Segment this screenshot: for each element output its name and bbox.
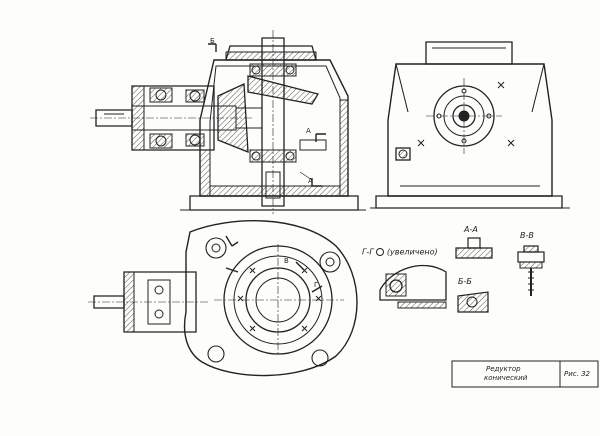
cut-mark-a-lower: А	[308, 177, 313, 185]
figure-label: Рис. 32	[564, 370, 590, 378]
title-block-frame	[451, 360, 599, 388]
section-aa-label: А-А	[464, 225, 478, 234]
section-vv-label: В-В	[520, 231, 534, 240]
section-gg-detail	[379, 264, 447, 309]
section-gg-note: (увеличено)	[386, 247, 438, 257]
section-aa-detail	[455, 237, 493, 259]
drawing-subtitle: конический	[484, 374, 528, 382]
section-bb-label: Б-Б	[458, 277, 472, 286]
front-section-view	[90, 30, 366, 214]
section-vv-detail	[517, 245, 545, 296]
section-gg-title: Г-Г	[362, 247, 374, 257]
circle-icon	[376, 248, 385, 256]
cut-mark-a-upper: А	[306, 127, 311, 135]
section-bb-detail	[457, 291, 489, 313]
drawing-title: Редуктор	[486, 365, 521, 373]
section-gg-label: Г-Г (увеличено)	[362, 248, 438, 257]
cut-mark-b: Б	[210, 37, 215, 45]
plan-view	[88, 220, 358, 377]
cut-mark-v: В	[284, 257, 289, 265]
title-block: Редуктор конический Рис. 32	[452, 361, 598, 387]
cut-mark-g: Г	[314, 281, 319, 289]
side-view	[370, 41, 570, 209]
